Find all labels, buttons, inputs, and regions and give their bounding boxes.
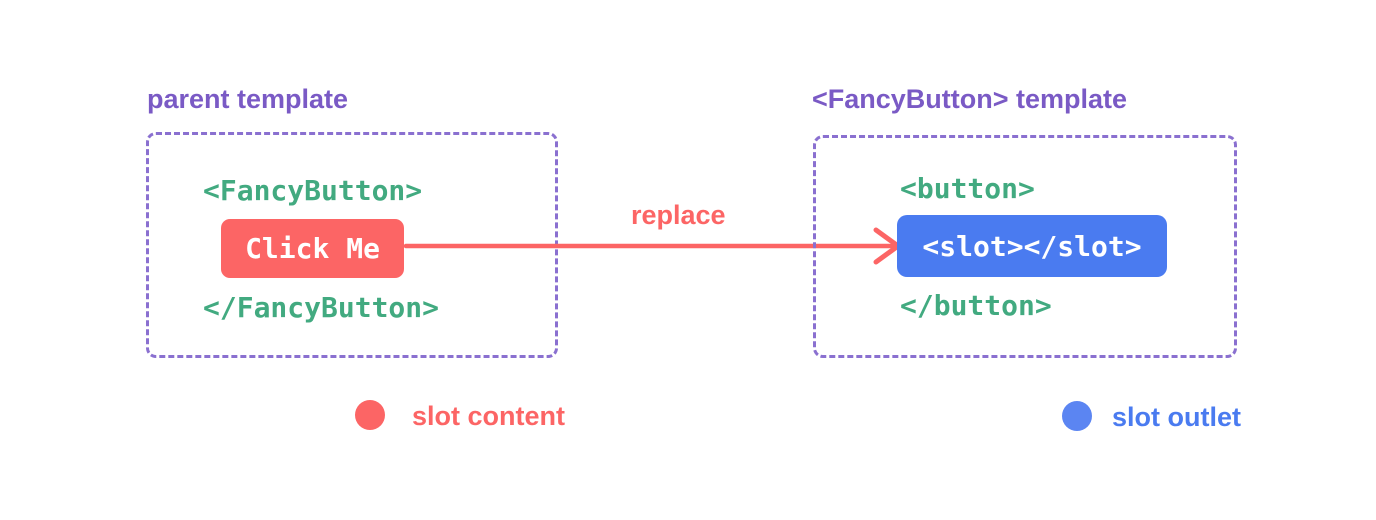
replace-label: replace <box>631 200 726 230</box>
button-close-tag: </button> <box>900 289 1052 322</box>
slot-outlet-dot-icon <box>1062 401 1092 431</box>
fancybutton-close-tag: </FancyButton> <box>203 291 440 324</box>
slot-outlet-code: <slot></slot> <box>922 229 1142 263</box>
slot-outlet-box: <slot></slot> <box>897 215 1167 277</box>
click-me-button-label: Click Me <box>245 232 380 265</box>
click-me-button: Click Me <box>221 219 404 278</box>
slot-content-label: slot content <box>412 401 565 431</box>
fancybutton-template-title: <FancyButton> template <box>812 84 1128 114</box>
button-open-tag: <button> <box>900 172 1035 205</box>
fancybutton-template-box <box>813 135 1237 358</box>
fancybutton-open-tag: <FancyButton> <box>203 174 423 207</box>
slot-outlet-label: slot outlet <box>1112 402 1241 432</box>
parent-template-title: parent template <box>147 84 349 114</box>
slot-content-dot-icon <box>355 400 385 430</box>
